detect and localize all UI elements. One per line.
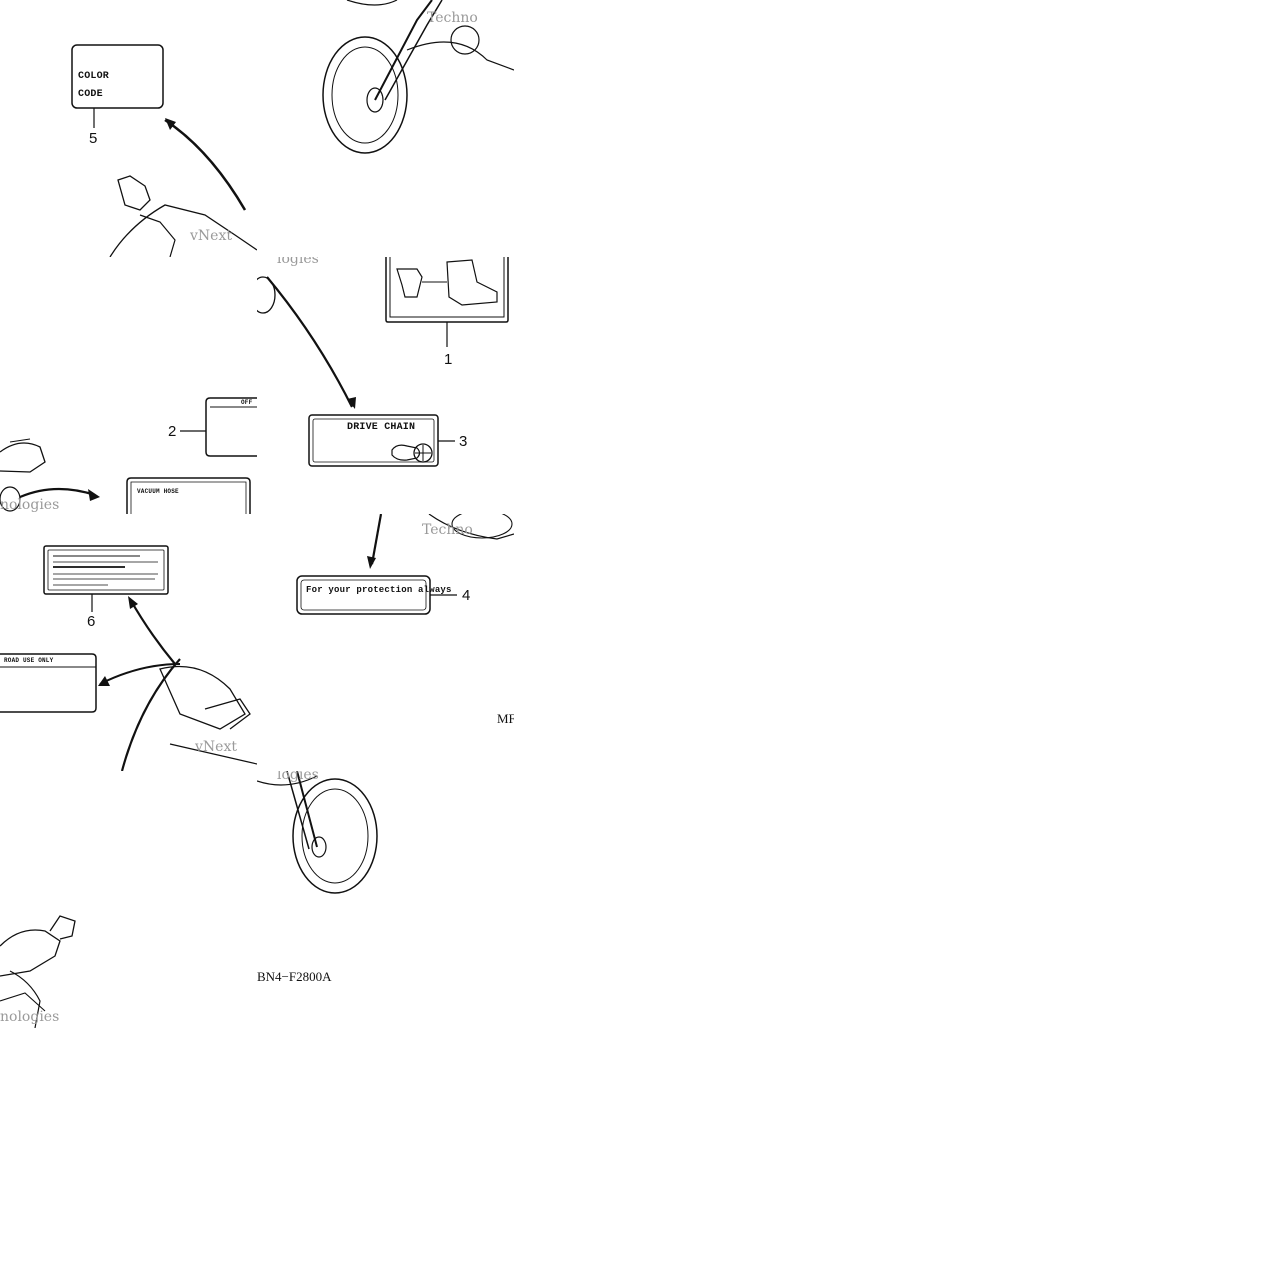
callout-3: 3 bbox=[459, 433, 468, 450]
mf-code-partial: MF bbox=[497, 711, 514, 726]
watermark-nologies-mid: nologies bbox=[0, 497, 60, 513]
wheel-code-drawing bbox=[257, 771, 378, 894]
road-use-drawing bbox=[0, 545, 257, 771]
watermark-nologies-lower: nologies bbox=[0, 1009, 60, 1025]
watermark-vnext: vNext bbox=[190, 228, 232, 244]
off-label-partial: OFF bbox=[241, 399, 253, 406]
watermark-vnext-lower: vNext bbox=[195, 739, 237, 755]
tile-front-wheel: Techno bbox=[257, 0, 514, 257]
handlebar-drawing bbox=[0, 915, 76, 1028]
front-wheel-drawing bbox=[322, 0, 514, 154]
tile-wheel-code: logies BN4−F2800A bbox=[257, 771, 514, 1028]
watermark-logies: logies bbox=[277, 257, 319, 267]
color-code-line2: CODE bbox=[78, 89, 103, 100]
watermark-techno-mid: Techno bbox=[422, 522, 473, 538]
tile-color-code: COLOR CODE 5 vNext bbox=[0, 0, 257, 257]
callout-5: 5 bbox=[89, 130, 98, 147]
road-use-only-label: ROAD USE ONLY bbox=[4, 657, 54, 664]
tile-road-use: 6 ROAD USE ONLY vNext bbox=[0, 514, 257, 771]
color-code-drawing bbox=[71, 44, 257, 257]
vacuum-hose-drawing bbox=[0, 397, 257, 514]
protection-label: For your protection always bbox=[306, 585, 452, 595]
diagram-code: BN4−F2800A bbox=[257, 969, 332, 984]
callout-6: 6 bbox=[87, 613, 96, 630]
vacuum-hose-label: VACUUM HOSE bbox=[137, 488, 179, 495]
drive-chain-drawing bbox=[257, 257, 509, 467]
tile-drive-chain: 1 DRIVE CHAIN 3 logies bbox=[257, 257, 514, 514]
callout-1: 1 bbox=[444, 351, 453, 368]
watermark-logies-lower: logies bbox=[277, 771, 319, 783]
watermark-techno-top: Techno bbox=[427, 10, 478, 26]
tile-vacuum-hose: OFF 2 VACUUM HOSE nologies bbox=[0, 257, 257, 514]
color-code-line1: COLOR bbox=[78, 71, 110, 82]
drive-chain-label: DRIVE CHAIN bbox=[347, 422, 416, 433]
protection-drawing bbox=[296, 514, 514, 615]
tile-protection: For your protection always 4 MF Techno bbox=[257, 514, 514, 771]
tile-handlebar: nologies bbox=[0, 771, 257, 1028]
callout-4: 4 bbox=[462, 587, 471, 604]
callout-2: 2 bbox=[168, 423, 177, 440]
